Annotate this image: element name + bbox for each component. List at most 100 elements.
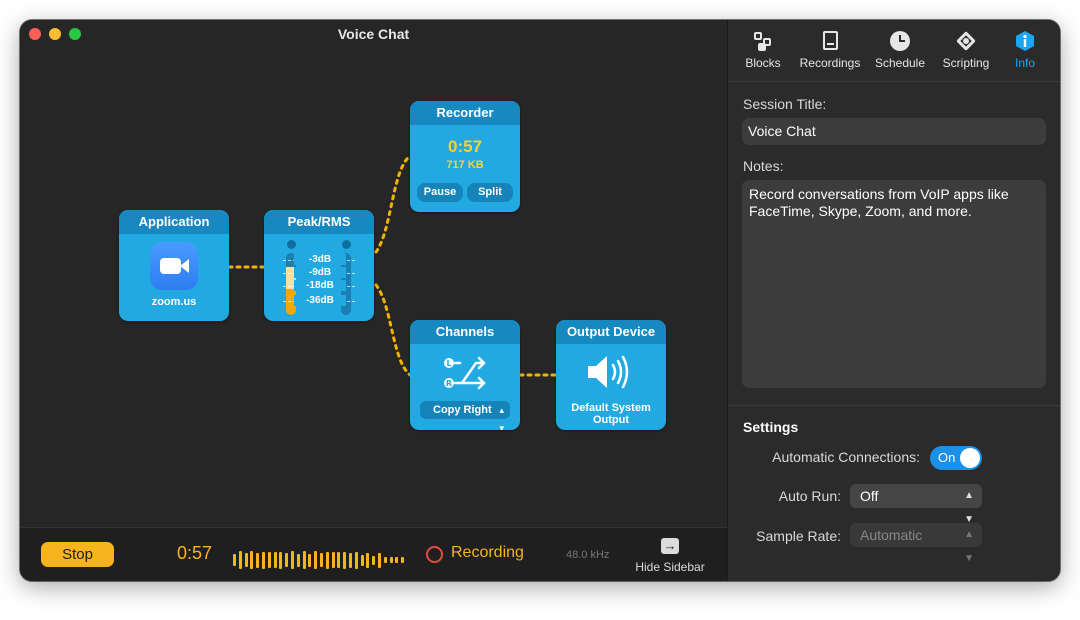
split-button[interactable]: Split [467, 183, 513, 202]
sidebar-toggle-icon: → [661, 538, 679, 554]
recorder-time: 0:57 [447, 137, 483, 156]
waveform-bar [296, 553, 300, 567]
svg-text:R: R [446, 379, 452, 388]
blocks-icon [752, 30, 774, 52]
settings-divider [728, 405, 1060, 406]
tab-schedule-label: Schedule [874, 56, 926, 70]
stop-button[interactable]: Stop [41, 542, 114, 567]
waveform-bar [256, 552, 260, 568]
waveform-bar [267, 552, 271, 568]
waveform-bar [354, 551, 358, 569]
tab-schedule[interactable]: Schedule [865, 30, 935, 76]
left-clip-indicator [287, 240, 296, 249]
sample-rate-select[interactable]: Automatic ▲▼ [850, 523, 982, 564]
waveform-bar [250, 551, 254, 569]
left-level-bar [286, 253, 296, 315]
hide-sidebar-button[interactable]: → Hide Sidebar [630, 538, 710, 578]
sample-rate-label: Sample Rate: [756, 528, 841, 544]
waveform-bar [395, 557, 399, 563]
tab-scripting[interactable]: Scripting [931, 30, 1001, 76]
waveform-bar [349, 552, 352, 568]
waveform-bar [389, 557, 393, 563]
auto-run-value: Off [860, 488, 879, 504]
tab-recordings[interactable]: Recordings [795, 30, 865, 76]
waveform-bar [366, 552, 370, 568]
info-icon [1014, 30, 1036, 52]
session-title-input[interactable]: Voice Chat [742, 118, 1046, 145]
zoom-camera-icon [150, 242, 198, 290]
sample-rate-value: Automatic [860, 527, 923, 543]
left-level-fill [286, 289, 296, 315]
db-label: -36dB [294, 295, 346, 306]
transport-bar: Stop 0:57 Recording 48.0 kHz → Hide Side… [20, 527, 727, 581]
minimize-window-button[interactable] [49, 28, 61, 40]
application-block[interactable]: Application zoom.us [119, 210, 229, 321]
sample-rate-readout: 48.0 kHz [566, 549, 610, 561]
waveform-bar [360, 554, 364, 566]
waveform-bar [279, 551, 283, 569]
waveform-bar [285, 553, 289, 567]
recorder-file-size: 717 KB [446, 159, 484, 171]
waveform-bar [291, 551, 294, 569]
session-title-label: Session Title: [743, 96, 827, 112]
notes-label: Notes: [743, 158, 784, 174]
recording-status: Recording [451, 544, 524, 561]
application-block-title: Application [119, 210, 229, 234]
tab-blocks[interactable]: Blocks [728, 30, 798, 76]
chevron-updown-icon: ▲▼ [964, 529, 974, 564]
application-name: zoom.us [151, 296, 197, 308]
waveform-bar [308, 553, 312, 567]
auto-run-select[interactable]: Off ▲▼ [850, 484, 982, 525]
waveform-bar [302, 551, 306, 569]
right-level-bar [341, 253, 351, 315]
tab-blocks-label: Blocks [745, 56, 781, 70]
waveform-bar [372, 555, 376, 565]
channels-block[interactable]: Channels L R Copy Right [410, 320, 520, 430]
peak-rms-block-title: Peak/RMS [264, 210, 374, 234]
waveform-bar [244, 553, 248, 567]
audio-waveform [233, 551, 408, 569]
output-device-block-title: Output Device [556, 320, 666, 344]
tab-info[interactable]: Info [990, 30, 1060, 76]
right-clip-indicator [342, 240, 351, 249]
record-indicator-icon [426, 546, 443, 563]
waveform-bar [262, 551, 265, 569]
waveform-bar [314, 551, 318, 569]
automatic-connections-label: Automatic Connections: [772, 449, 920, 465]
toggle-knob [960, 448, 980, 468]
peak-rms-block[interactable]: Peak/RMS -3dB -9dB -18dB -36dB [264, 210, 374, 321]
speaker-icon [588, 355, 629, 389]
waveform-bar [378, 552, 381, 568]
title-bar: Voice Chat [20, 20, 727, 48]
zoom-window-button[interactable] [69, 28, 81, 40]
channel-mode-select[interactable]: Copy Right ▴▾ [420, 401, 510, 430]
app-window: Voice Chat Application zoom.us Peak/RMS [20, 20, 1060, 581]
chevron-updown-icon: ▲▼ [964, 490, 974, 525]
waveform-bar [383, 557, 387, 563]
close-window-button[interactable] [29, 28, 41, 40]
recorder-block-title: Recorder [410, 101, 520, 125]
chevron-updown-icon: ▴▾ [499, 405, 504, 430]
waveform-bar [331, 552, 335, 568]
output-device-block[interactable]: Output Device Default System Output [556, 320, 666, 430]
wire-peak-to-channels [374, 283, 412, 377]
recorder-block[interactable]: Recorder 0:57 717 KB Pause Split [410, 101, 520, 212]
notes-textarea[interactable]: Record conversations from VoIP apps like… [742, 180, 1046, 388]
db-label: -3dB [294, 254, 346, 265]
pause-button[interactable]: Pause [417, 183, 463, 202]
channel-routing-icon: L R [444, 356, 486, 390]
auto-run-label: Auto Run: [778, 488, 841, 504]
waveform-bar [401, 557, 405, 563]
svg-text:L: L [446, 359, 451, 368]
scripting-icon [955, 30, 977, 52]
hide-sidebar-label: Hide Sidebar [635, 560, 705, 574]
recordings-icon [819, 30, 841, 52]
inspector-sidebar: Blocks Recordings Schedule [727, 20, 1060, 581]
channel-mode-value: Copy Right [433, 404, 492, 416]
waveform-bar [337, 552, 341, 568]
waveform-bar [233, 554, 236, 566]
waveform-bar [320, 553, 323, 567]
blocks-canvas[interactable]: Voice Chat Application zoom.us Peak/RMS [20, 20, 727, 527]
automatic-connections-toggle[interactable]: On [930, 446, 982, 470]
connection-wires [227, 154, 558, 377]
